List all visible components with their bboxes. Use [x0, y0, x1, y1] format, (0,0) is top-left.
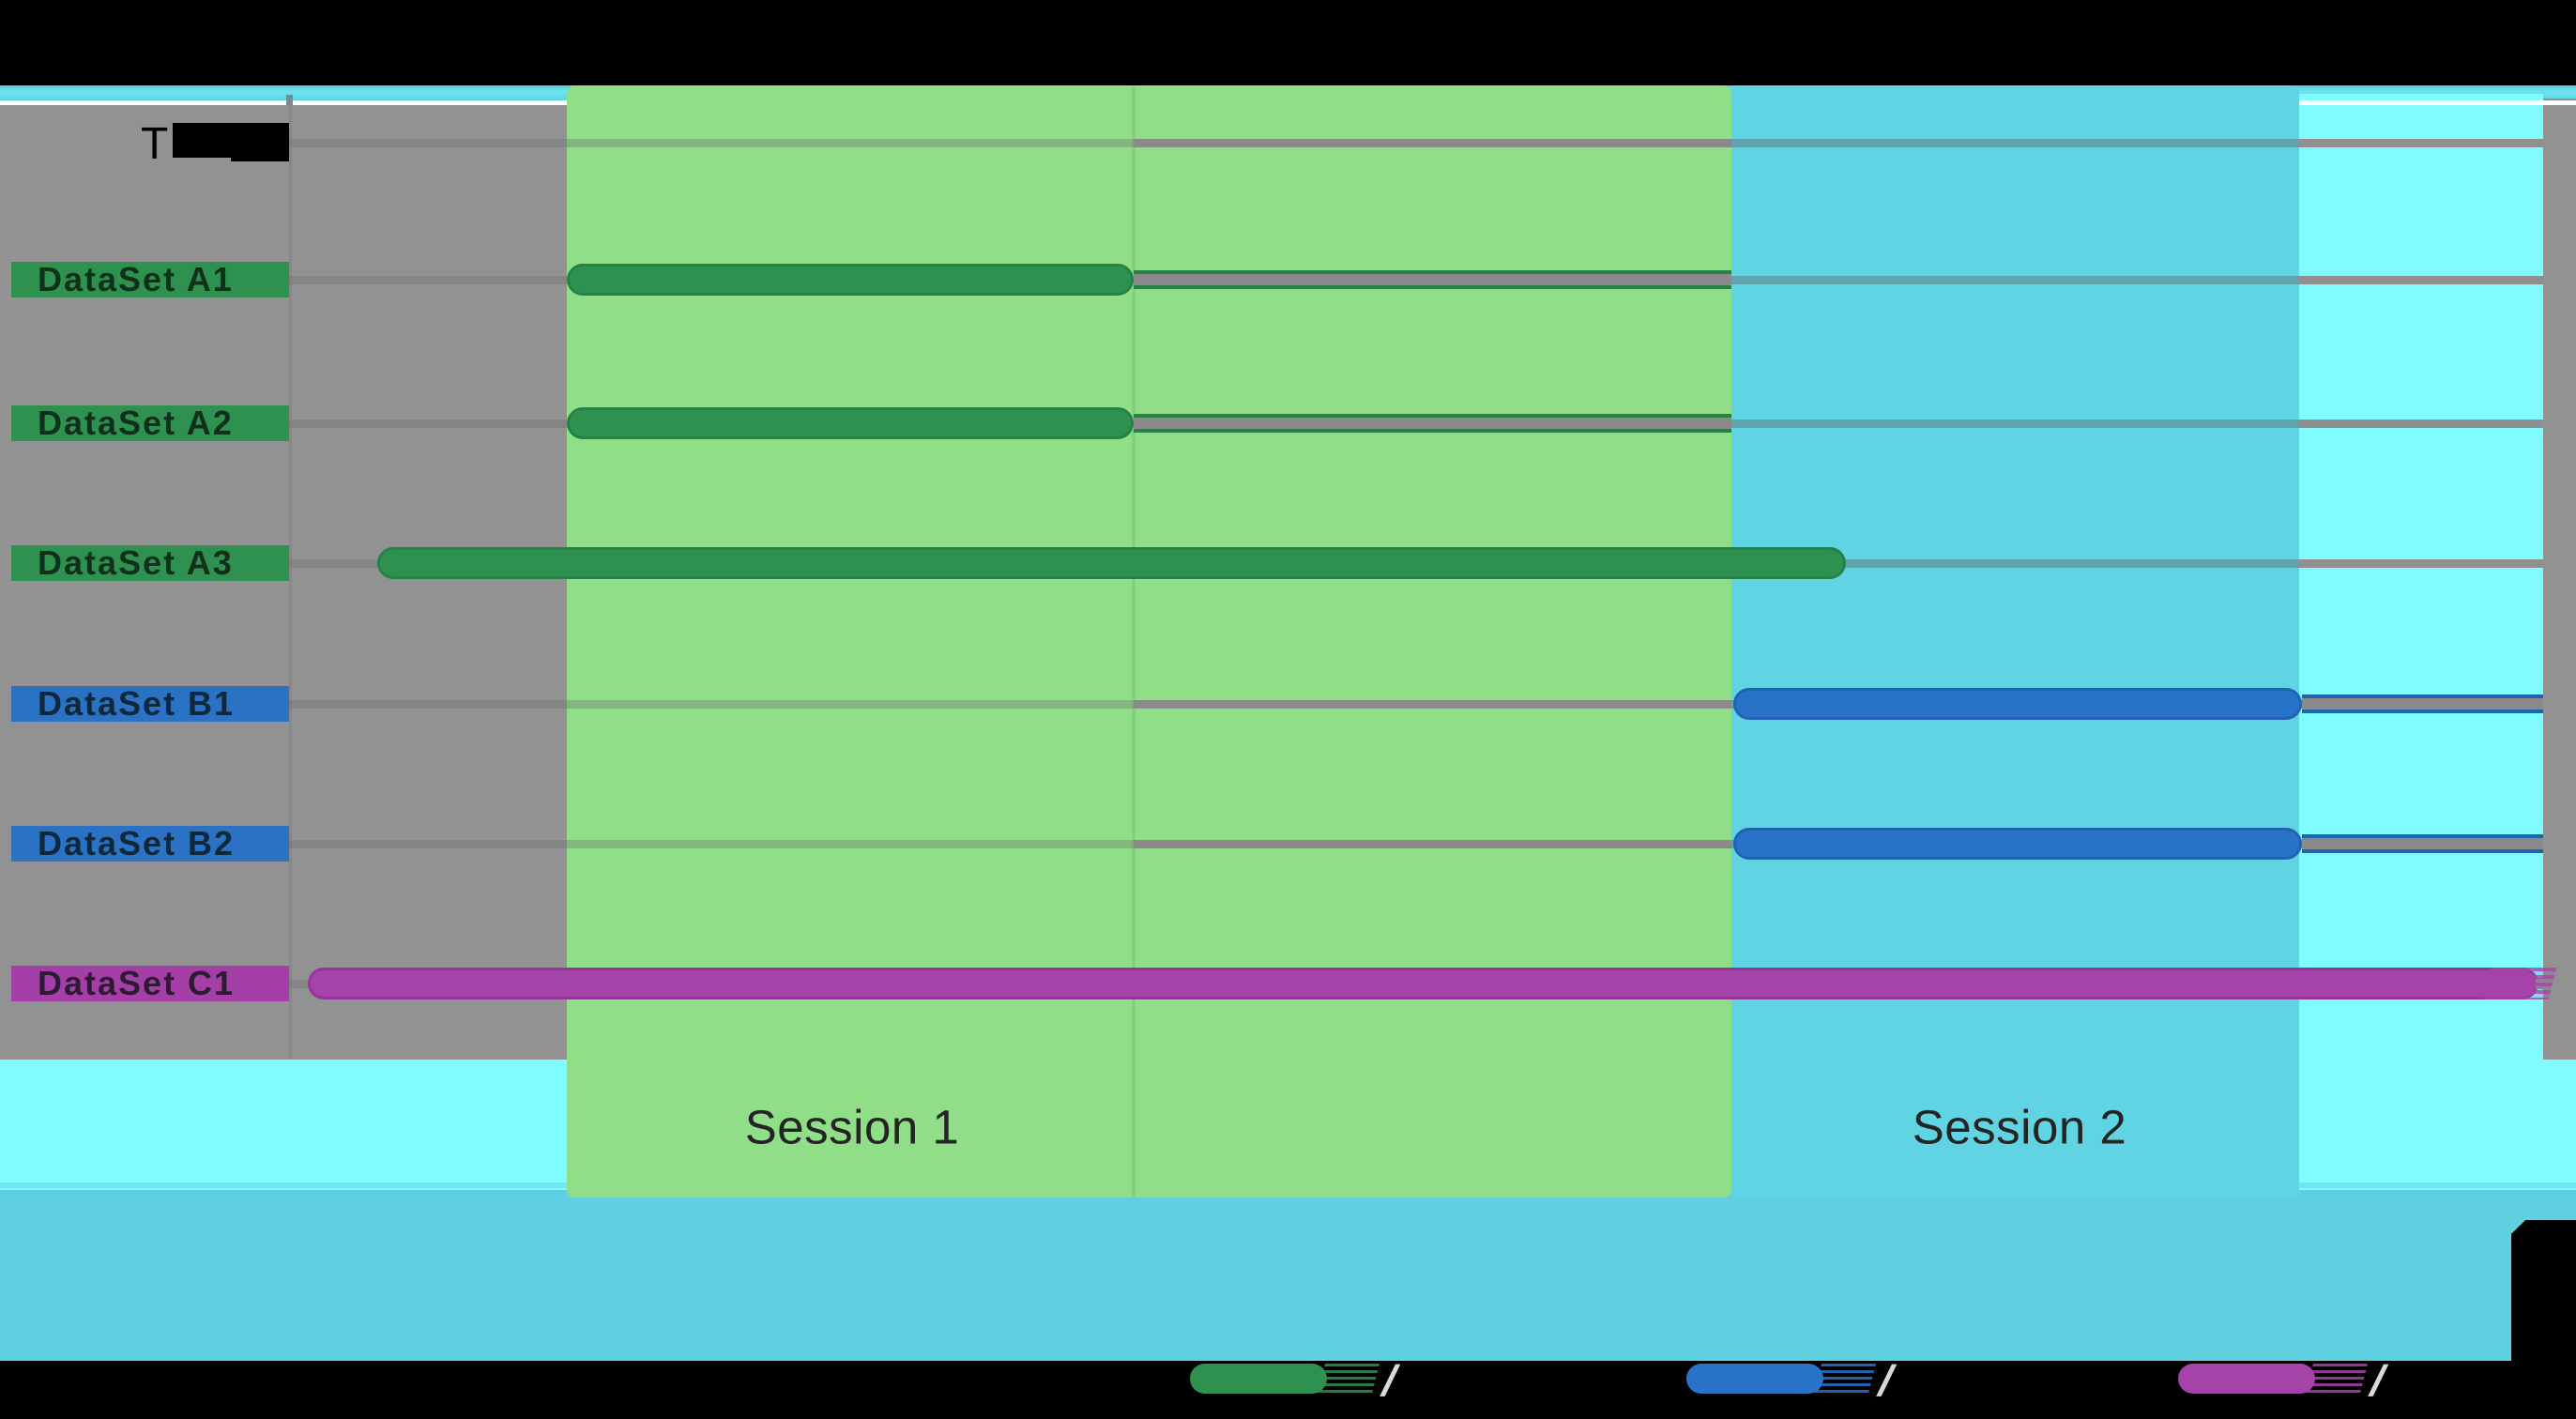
axis-top-white-line-left — [0, 100, 567, 105]
bar-remainder-track — [1134, 270, 1731, 289]
bar-remainder-track — [2302, 694, 2543, 713]
legend-swatch-streaks — [1814, 1364, 1876, 1394]
row-gridline — [2299, 139, 2543, 147]
row-gridline — [289, 840, 1134, 848]
bar-remainder-track — [2302, 834, 2543, 853]
bottom-cyan-band — [0, 1190, 2576, 1361]
row-label-chip: DataSet C1 — [11, 966, 289, 1001]
task-bar-dataset-a1 — [567, 264, 1134, 296]
axis-title-visible-letter: T — [141, 119, 169, 169]
y-axis-top-tick — [286, 95, 293, 105]
session2-column — [1731, 85, 2299, 1198]
session1-label: Session 1 — [744, 1100, 960, 1154]
row-label-chip: DataSet A3 — [11, 545, 289, 581]
legend-swatch-streaks — [1318, 1364, 1379, 1394]
row-gridline — [1731, 276, 2299, 284]
row-gridline — [2299, 276, 2543, 284]
bottom-right-redaction-box — [2511, 1220, 2576, 1419]
axis-top-white-line-right — [2299, 100, 2576, 105]
right-gray-margin — [2543, 99, 2576, 1060]
row-label-chip: DataSet A1 — [11, 262, 289, 298]
row-gridline — [289, 139, 1134, 147]
task-bar-dataset-b1 — [1733, 688, 2302, 720]
axis-title-redaction-step — [231, 156, 289, 161]
extra-timeline-column — [2299, 94, 2543, 1060]
legend-swatch-purple — [2178, 1364, 2315, 1394]
legend-swatch-blue — [1686, 1364, 1823, 1394]
row-label-chip: DataSet B2 — [11, 826, 289, 862]
task-bar-dataset-a2 — [567, 407, 1134, 439]
y-axis-spine — [289, 105, 292, 1060]
row-gridline — [1731, 139, 2299, 147]
session1-column — [567, 85, 1731, 1198]
row-gridline — [289, 700, 1134, 709]
row-label-chip: DataSet B1 — [11, 686, 289, 722]
axis-title-redaction-box — [173, 123, 289, 158]
legend-swatch-green — [1190, 1364, 1327, 1394]
top-black-band — [0, 0, 2576, 85]
task-bar-dataset-b2 — [1733, 828, 2302, 860]
row-gridline — [1134, 840, 1731, 848]
purple-bar-streaks — [2482, 968, 2557, 999]
row-gridline — [1731, 559, 2299, 568]
row-label-chip: DataSet A2 — [11, 405, 289, 441]
row-gridline — [1134, 139, 1731, 147]
row-gridline — [2299, 420, 2543, 428]
legend-swatch-streaks — [2306, 1364, 2368, 1394]
task-bar-dataset-c1 — [308, 968, 2538, 999]
row-gridline — [1134, 700, 1731, 709]
vertical-gridline — [1132, 87, 1136, 1198]
task-bar-dataset-a3 — [377, 547, 1846, 579]
row-gridline — [1731, 420, 2299, 428]
row-gridline — [2299, 559, 2543, 568]
session2-label: Session 2 — [1912, 1100, 2127, 1154]
bar-remainder-track — [1134, 414, 1731, 433]
